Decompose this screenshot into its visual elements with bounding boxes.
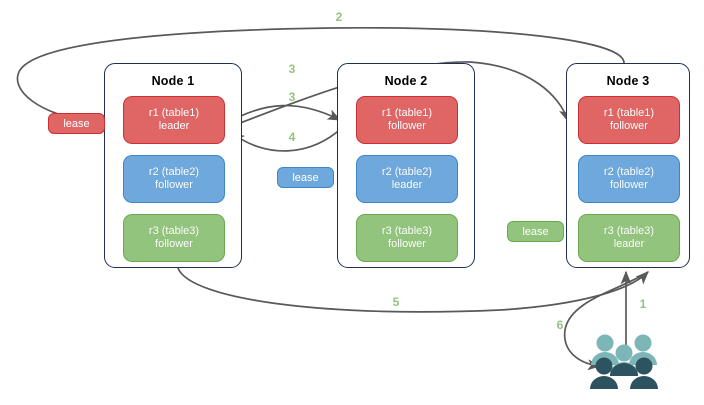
replica-node1-r1[interactable]: r1 (table1) leader [123, 96, 225, 144]
step-label-6: 6 [556, 318, 564, 332]
replica-label-line1: r3 (table3) [381, 224, 433, 237]
step-label-2: 2 [335, 10, 343, 24]
node-title-1: Node 1 [151, 74, 195, 88]
step-label-4: 4 [288, 130, 296, 144]
lease-label: lease [63, 117, 90, 130]
node-container-3: Node 3 r1 (table1) follower r2 (table2) … [566, 63, 690, 268]
replica-label-line1: r2 (table2) [603, 165, 655, 178]
people-group-icon [588, 332, 664, 394]
replica-label-line2: leader [158, 120, 190, 132]
replica-label-line2: leader [613, 238, 645, 250]
replica-label-line1: r3 (table3) [603, 224, 655, 237]
lease-box-table3[interactable]: lease [507, 221, 564, 242]
lease-label: lease [292, 171, 319, 184]
node-title-3: Node 3 [606, 74, 650, 88]
lease-box-table2[interactable]: lease [277, 167, 334, 188]
replica-node2-r3[interactable]: r3 (table3) follower [356, 214, 458, 262]
replica-node3-r3[interactable]: r3 (table3) leader [578, 214, 680, 262]
node-title-2: Node 2 [384, 74, 428, 88]
replica-label-line1: r3 (table3) [148, 224, 200, 237]
step-label-5: 5 [392, 295, 400, 309]
replica-node3-r1[interactable]: r1 (table1) follower [578, 96, 680, 144]
replica-label-line2: leader [391, 179, 423, 191]
replica-label-line2: follower [610, 120, 648, 132]
replica-node2-r2[interactable]: r2 (table2) leader [356, 155, 458, 203]
replica-label-line2: follower [155, 238, 193, 250]
node-container-1: Node 1 r1 (table1) leader r2 (table2) fo… [104, 63, 242, 268]
replica-label-line1: r1 (table1) [148, 106, 200, 119]
replica-label-line2: follower [610, 179, 648, 191]
lease-label: lease [522, 225, 549, 238]
step-label-1: 1 [639, 297, 647, 311]
replica-label-line1: r2 (table2) [381, 165, 433, 178]
replica-label-line1: r1 (table1) [381, 106, 433, 119]
replica-label-line2: follower [388, 238, 426, 250]
replica-label-line1: r1 (table1) [603, 106, 655, 119]
step-label-3b: 3 [288, 90, 296, 104]
replica-label-line2: follower [388, 120, 426, 132]
replica-node3-r2[interactable]: r2 (table2) follower [578, 155, 680, 203]
replica-node1-r3[interactable]: r3 (table3) follower [123, 214, 225, 262]
lease-box-table1[interactable]: lease [48, 113, 105, 134]
arrow-step-5 [177, 267, 649, 313]
replica-node2-r1[interactable]: r1 (table1) follower [356, 96, 458, 144]
node-container-2: Node 2 r1 (table1) follower r2 (table2) … [337, 63, 475, 268]
replica-node1-r2[interactable]: r2 (table2) follower [123, 155, 225, 203]
replica-label-line2: follower [155, 179, 193, 191]
replica-label-line1: r2 (table2) [148, 165, 200, 178]
step-label-3a: 3 [288, 62, 296, 76]
